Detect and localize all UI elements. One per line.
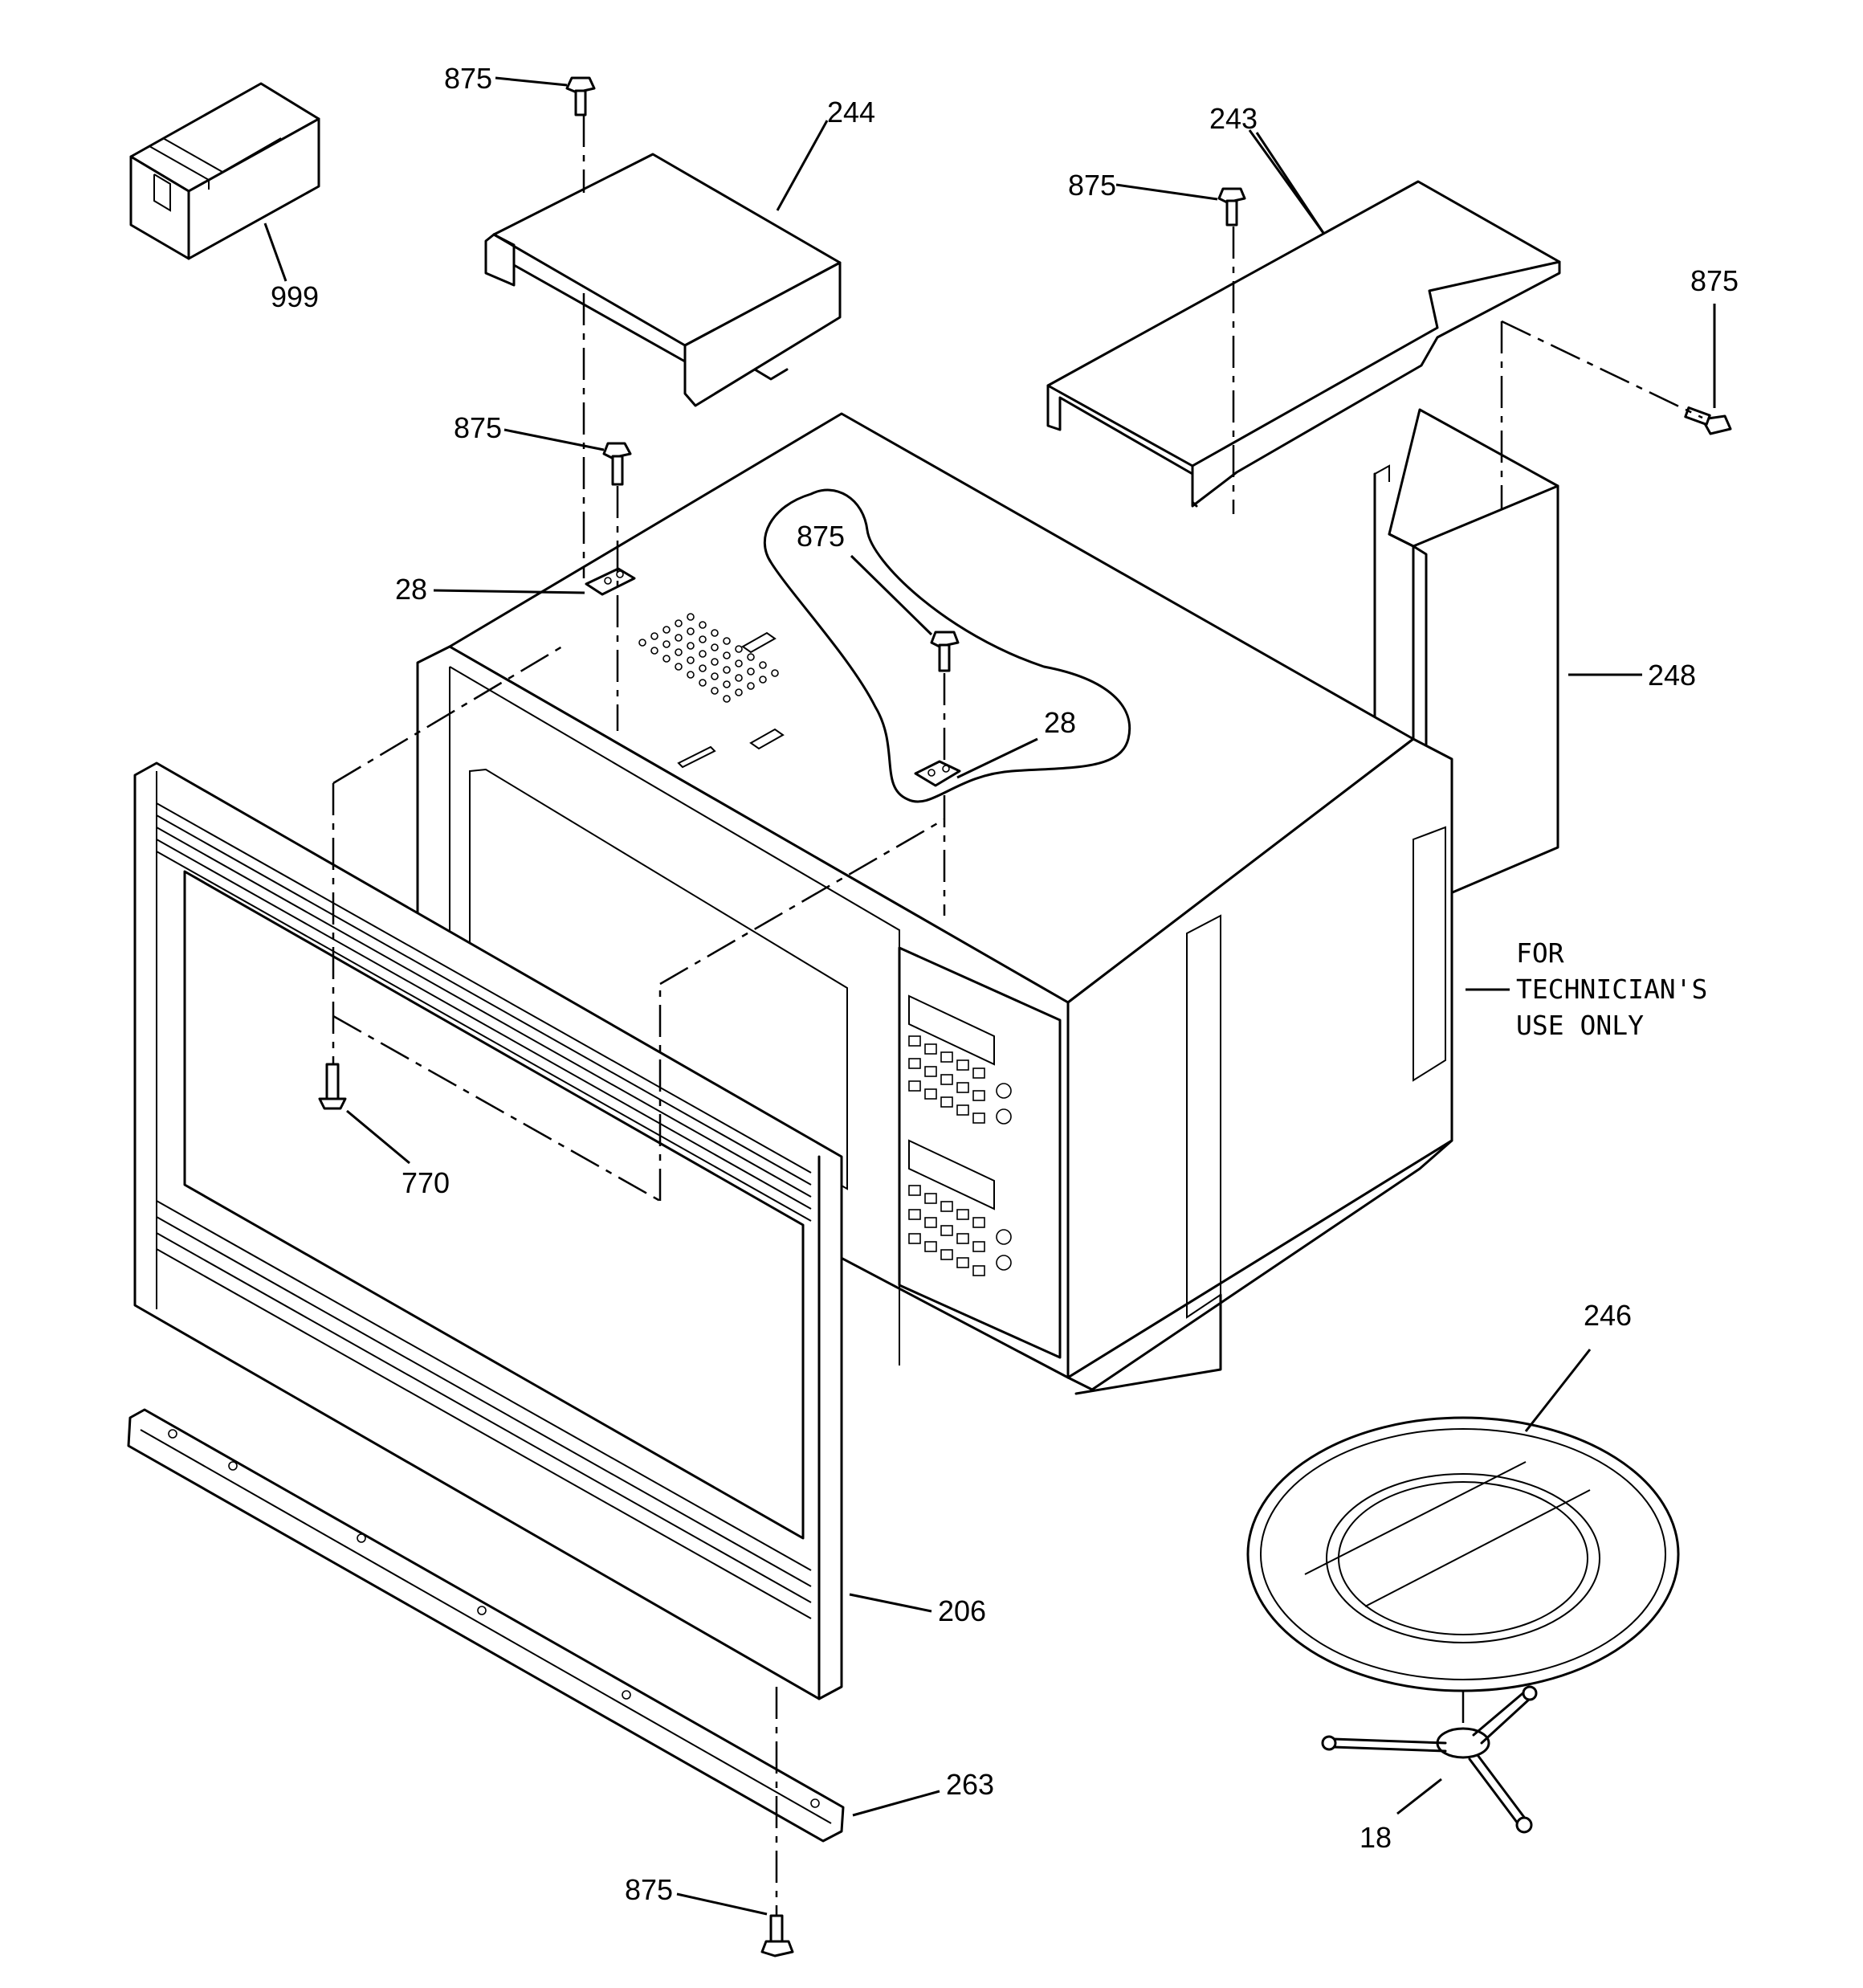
label-18: 18 bbox=[1360, 1821, 1392, 1854]
label-875-f: 875 bbox=[625, 1873, 673, 1906]
assembly-lines bbox=[332, 115, 1703, 1916]
label-770: 770 bbox=[402, 1166, 450, 1199]
label-244: 244 bbox=[827, 96, 875, 129]
screw-875-b bbox=[1217, 187, 1246, 227]
screw-875-f bbox=[760, 1914, 794, 1957]
screw-770 bbox=[318, 1063, 347, 1110]
label-875-d: 875 bbox=[1690, 264, 1739, 297]
technician-note-line2: TECHNICIAN'S bbox=[1516, 974, 1707, 1005]
detail-callout bbox=[763, 488, 1131, 803]
screw-875-d bbox=[1684, 406, 1732, 435]
roller-18 bbox=[1321, 1685, 1538, 1834]
label-248: 248 bbox=[1648, 659, 1696, 692]
label-875-e: 875 bbox=[797, 520, 845, 553]
label-243: 243 bbox=[1209, 102, 1258, 135]
screw-875-e bbox=[930, 631, 960, 672]
vent-holes bbox=[638, 613, 779, 703]
screw-875-a bbox=[565, 76, 596, 116]
label-28-a: 28 bbox=[395, 573, 427, 606]
label-999: 999 bbox=[271, 280, 319, 313]
bracket-28-b bbox=[914, 760, 961, 787]
label-875-a: 875 bbox=[444, 62, 492, 95]
box-999 bbox=[129, 82, 320, 260]
keypad bbox=[908, 1035, 1012, 1276]
microwave-cabinet bbox=[416, 412, 1453, 1395]
label-875-c: 875 bbox=[454, 411, 502, 444]
trim-263 bbox=[127, 1408, 845, 1843]
technician-note-line1: FOR bbox=[1516, 937, 1564, 969]
technician-note-line3: USE ONLY bbox=[1516, 1010, 1644, 1041]
frame-206 bbox=[133, 761, 843, 1700]
cover-243 bbox=[1046, 180, 1561, 508]
label-246: 246 bbox=[1584, 1299, 1632, 1332]
label-875-b: 875 bbox=[1068, 169, 1116, 202]
tray-246 bbox=[1246, 1416, 1680, 1692]
cover-244 bbox=[484, 153, 842, 407]
label-263: 263 bbox=[946, 1768, 994, 1801]
label-206: 206 bbox=[938, 1594, 986, 1627]
label-28-b: 28 bbox=[1044, 706, 1076, 739]
screw-875-c bbox=[602, 442, 632, 486]
